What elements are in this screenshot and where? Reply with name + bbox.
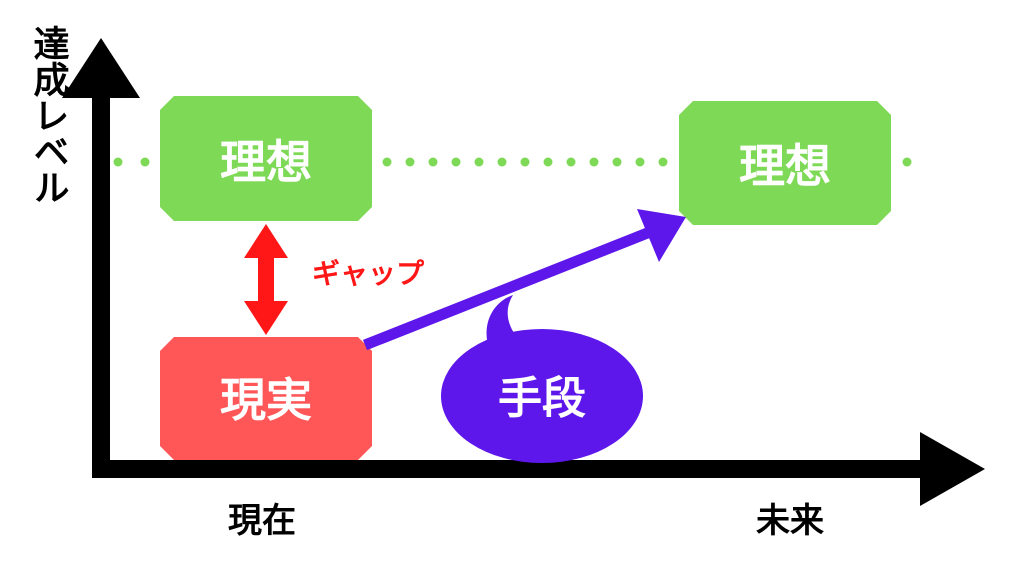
axes: [62, 38, 985, 506]
gap-double-arrow: [244, 224, 288, 335]
ideal-box-future-label: 理想: [739, 139, 831, 193]
means-arrow: [362, 209, 686, 351]
gap-label: ギャップ: [312, 257, 425, 290]
y-axis-label-text: 達成レベル: [28, 25, 70, 205]
y-axis-line: [92, 90, 110, 478]
ideal-box-future: 理想: [679, 101, 891, 225]
y-axis-arrowhead: [62, 38, 140, 98]
x-axis-end-label: 未来: [756, 501, 824, 541]
x-axis-line: [92, 460, 952, 478]
means-bubble: 手段: [441, 295, 643, 463]
means-bubble-label: 手段: [498, 373, 586, 424]
x-axis-start-label: 現在: [228, 501, 296, 541]
reality-box: 現実: [160, 337, 372, 460]
reality-box-label: 現実: [220, 373, 312, 427]
x-axis-arrowhead: [920, 432, 985, 506]
y-axis-label: 達成レベル: [28, 25, 70, 205]
ideal-level-dotted-line: [113, 157, 912, 167]
ideal-box-now: 理想: [160, 96, 372, 221]
ideal-box-now-label: 理想: [220, 135, 312, 189]
